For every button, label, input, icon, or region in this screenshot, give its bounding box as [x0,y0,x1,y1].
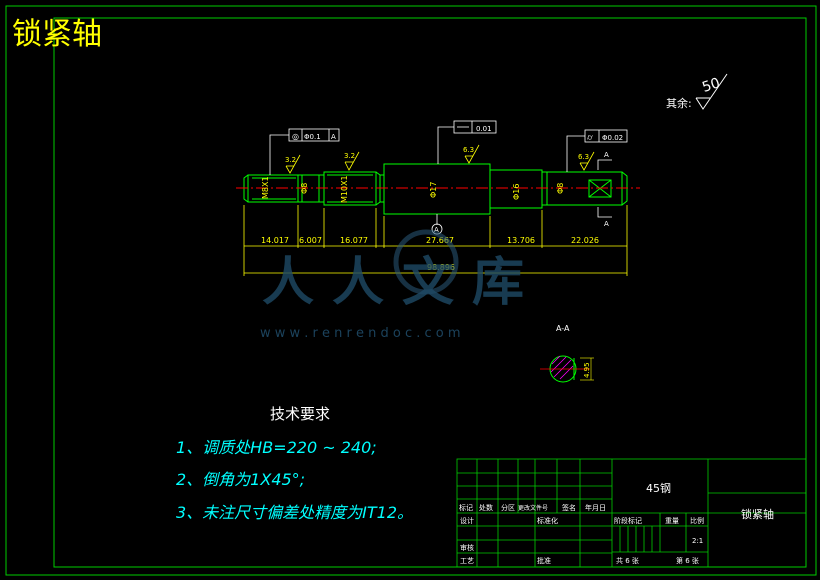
tb-header-6: 年月日 [585,503,606,512]
tech-requirements-heading: 技术要求 [270,405,330,423]
tb-scale-value: 2:1 [692,537,703,545]
tb-design: 设计 [460,516,474,525]
dimension-4: 27.667 [426,236,454,245]
tb-header-4: 更改文件号 [518,504,548,512]
watermark-url: w w w . r e n r e n d o c . c o m [260,326,461,341]
section-cut-marks [597,159,612,218]
tech-requirement-1: 1、调质处HB=220 ~ 240; [176,438,377,457]
tb-sheet-no: 第 6 张 [676,556,699,565]
dimension-lines [243,205,628,276]
dimension-3: 16.077 [340,236,368,245]
diameter-label-phi16: Φ16 [512,184,521,200]
dimension-1: 14.017 [261,236,289,245]
dimension-5: 13.706 [507,236,535,245]
dimension-total: 98.896 [427,263,455,272]
tb-total-sheets: 共 6 张 [616,556,639,565]
finish-value-4: 6.3 [578,153,589,161]
tb-header-3: 分区 [501,503,515,512]
tb-approve: 批准 [537,556,551,565]
tb-material: 45钢 [646,482,671,495]
tolerance-middle-value: 0.01 [476,125,492,133]
dimension-2: 6.007 [299,236,322,245]
section-view [540,355,594,383]
section-dim: 4.95 [583,362,591,378]
other-finish-value: 50 [700,75,722,96]
inner-border [53,17,807,568]
finish-marks [285,144,595,174]
finish-value-2: 3.2 [344,152,355,160]
tb-header-5: 签名 [562,503,576,512]
tb-part-name: 锁紧轴 [741,507,774,521]
watermark-text: 人人文库 [262,253,542,313]
tolerance-frame-left [269,128,340,175]
tb-process: 工艺 [460,557,474,565]
tb-review: 审核 [460,543,474,552]
tech-requirement-2: 2、倒角为1X45°; [176,470,305,489]
tb-stage-mark: 阶段标记 [614,516,642,525]
outer-border [5,5,817,576]
tb-weight: 重量 [665,517,679,525]
tech-requirement-3: 3、未注尺寸偏差处精度为IT12。 [176,503,413,522]
diameter-label-m10: M10X1 [340,175,349,203]
roughness-symbol-icon [695,73,728,110]
diameter-label-m8: M8X1 [261,176,270,199]
section-mark-top: A [604,151,609,159]
tolerance-frame-middle [437,120,497,164]
watermark [393,229,459,295]
finish-value-3: 6.3 [463,146,474,154]
tolerance-right-value: Φ0.02 [602,134,623,142]
diameter-label-phi8a: Φ8 [300,183,309,194]
tolerance-left-datum: A [331,133,336,141]
tb-scale: 比例 [690,516,704,525]
diameter-label-phi8b: Φ8 [556,183,565,194]
dimension-6: 22.026 [571,236,599,245]
tb-header-1: 标记 [459,503,473,512]
diameter-label-phi17: Φ17 [429,182,438,198]
cylindricity-icon: ⌭ [587,133,593,142]
tb-header-2: 处数 [479,503,493,512]
datum-label: A [434,226,439,234]
tb-standardize: 标准化 [537,516,558,525]
section-title: A-A [556,324,570,333]
other-finish-label: 其余: [666,96,692,110]
finish-value-1: 3.2 [285,156,296,164]
tolerance-frame-right [566,129,628,172]
drawing-title: 锁紧轴 [12,17,102,52]
tolerance-left-value: Φ0.1 [304,133,321,141]
coaxiality-icon: ◎ [292,132,299,141]
section-mark-bottom: A [604,220,609,228]
title-block-grid [456,458,807,568]
